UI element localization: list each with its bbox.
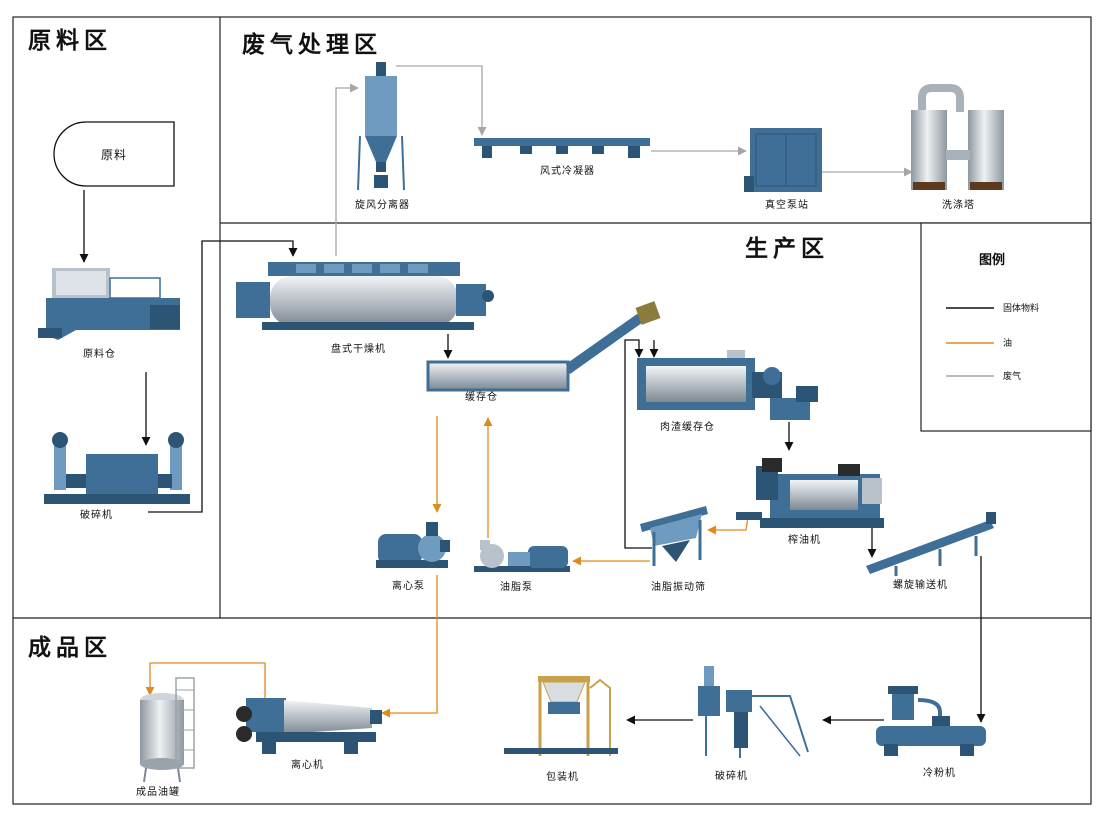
centrifugal-pump-label: 离心泵 [392,579,425,592]
disc-dryer: 盘式干燥机 [236,262,494,355]
crusher-2: 破碎机 [698,666,809,782]
vacuum-pump-label: 真空泵站 [765,198,809,211]
arrow-cyclone-to-condenser [396,65,487,136]
oil-press-label: 榨油机 [788,533,821,546]
arrow-press-to-screen [707,516,749,535]
crusher-1-label: 破碎机 [80,508,113,521]
raw-bin: 原料仓 [38,268,180,360]
arrow-centrifuge-to-tank [145,662,266,700]
centrifuge-label: 离心机 [291,758,324,771]
oil-press: 榨油机 [736,458,884,546]
centrifugal-pump: 离心泵 [376,522,450,592]
crusher-1: 破碎机 [44,432,190,521]
powder-cooler: 冷粉机 [876,686,986,779]
decanter-centrifuge: 离心机 [236,698,382,771]
packer-label: 包装机 [546,770,579,783]
grease-pump-label: 油脂泵 [500,580,533,593]
arrow-dryer-to-cyclone [335,83,359,256]
arrow-crusher-to-dryer [148,240,298,513]
legend-label-gas: 废气 [1003,370,1021,382]
zone-title-product: 成品区 [28,635,112,661]
cyclone-label: 旋风分离器 [355,198,410,211]
grease-pump: 油脂泵 [474,540,570,593]
product-oil-tank: 成品油罐 [136,677,195,798]
buffer-bin: 缓存仓 [426,301,661,403]
raw-material-label: 原料 [101,148,127,162]
packing-machine: 包装机 [504,676,618,783]
buffer-bin-label: 缓存仓 [465,390,498,403]
screw-conveyor: 螺旋输送机 [866,512,996,591]
legend-label-oil: 油 [1003,337,1012,349]
residue-buffer-bin: 肉渣缓存仓 [637,350,818,433]
air-condenser: 风式冷凝器 [474,138,650,177]
powder-cooler-label: 冷粉机 [923,766,956,779]
flow-lines-solid [79,190,986,725]
flow-lines-gas [335,65,913,256]
screw-conveyor-label: 螺旋输送机 [893,578,948,591]
vibrating-screen-label: 油脂振动筛 [651,580,706,593]
zone-title-gas: 废气处理区 [242,31,382,58]
arrow-pump-to-centrifuge [381,575,438,718]
scrubber-tower: 洗涤塔 [911,84,1004,211]
flow-lines-oil [145,416,749,718]
raw-bin-label: 原料仓 [83,347,116,360]
vibrating-screen: 油脂振动筛 [640,506,708,593]
zone-title-production: 生产区 [745,235,829,262]
raw-material-node: 原料 [53,121,175,187]
arrow-screen-to-residue [624,339,652,549]
zone-title-raw: 原料区 [28,28,112,54]
legend: 图例 固体物料 油 废气 [920,222,1092,432]
legend-label-solid: 固体物料 [1003,302,1039,314]
vacuum-pump-station: 真空泵站 [744,128,822,211]
disc-dryer-label: 盘式干燥机 [331,342,386,355]
air-condenser-label: 风式冷凝器 [540,164,595,177]
residue-bin-label: 肉渣缓存仓 [660,420,715,433]
crusher-2-label: 破碎机 [715,769,748,782]
cyclone-separator: 旋风分离器 [355,62,410,211]
scrubber-label: 洗涤塔 [942,198,975,211]
legend-title: 图例 [979,252,1005,268]
product-tank-label: 成品油罐 [136,785,180,798]
